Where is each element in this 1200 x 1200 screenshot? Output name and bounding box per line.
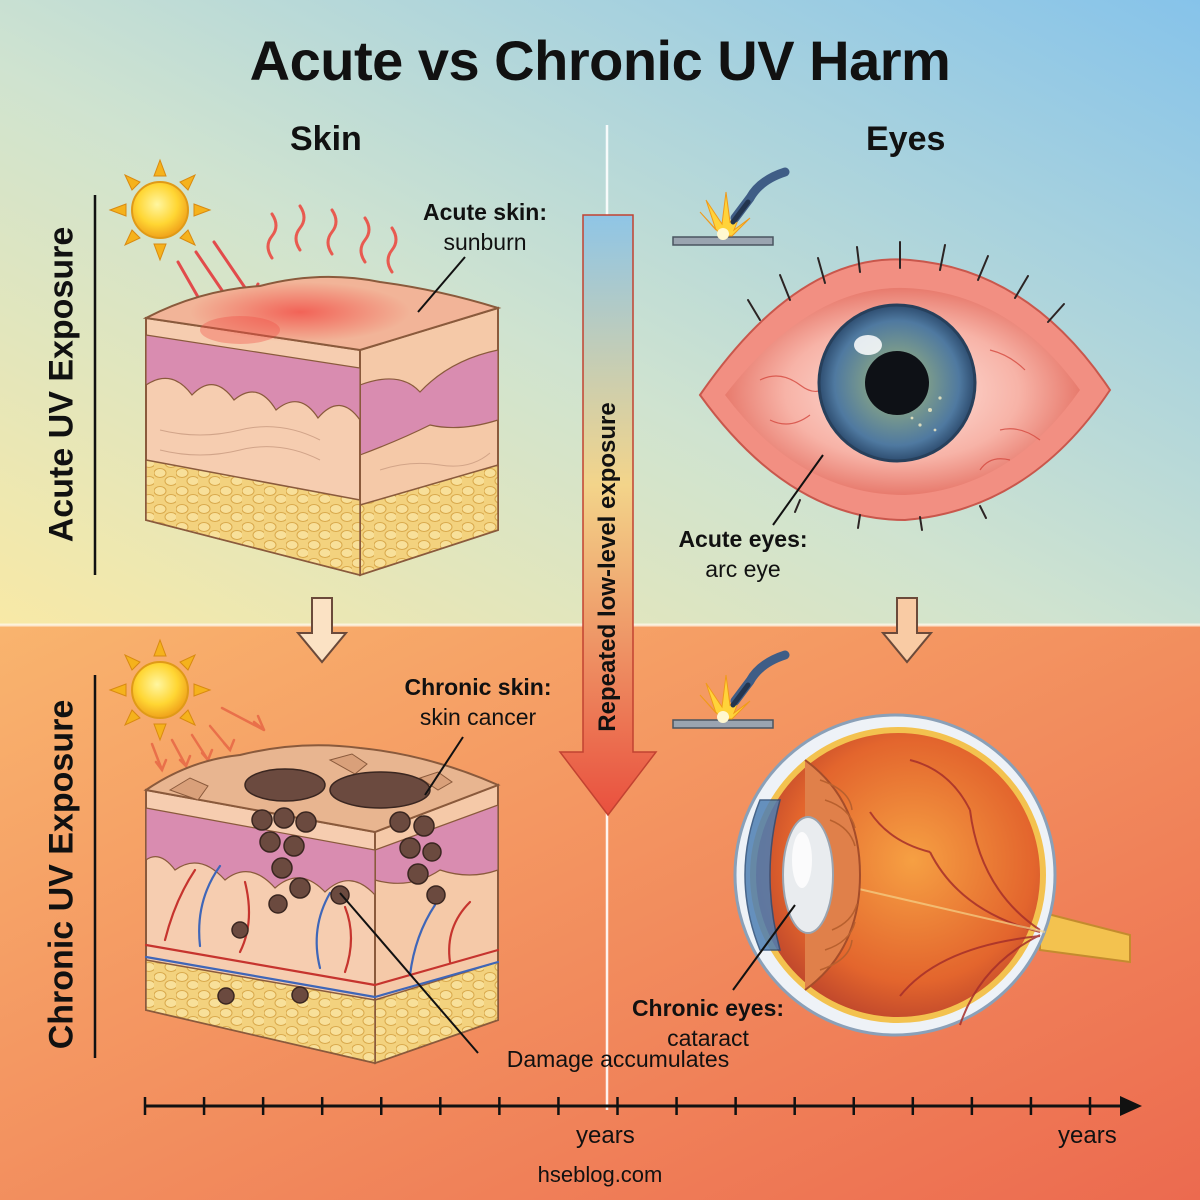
down-arrow-icon: [295, 597, 349, 664]
column-header-skin: Skin: [290, 120, 362, 158]
skin-block-chronic-icon: [143, 744, 501, 1065]
label-acute-skin: Acute skin: sunburn: [415, 197, 555, 257]
label-acute-skin-text: sunburn: [443, 229, 527, 255]
acute-skin-leader: [417, 256, 466, 313]
page-title: Acute vs Chronic UV Harm: [249, 29, 951, 92]
label-chronic-skin: Chronic skin: skin cancer: [393, 672, 563, 732]
uv-rays-chronic: [150, 706, 266, 773]
column-header-eyes: Eyes: [866, 120, 946, 158]
repeated-exposure-label: Repeated low-level exposure: [594, 402, 621, 732]
timeline-mid-label: years: [576, 1122, 635, 1149]
label-damage-accumulates: Damage accumulates: [506, 1046, 730, 1072]
timeline-axis: [143, 1096, 1142, 1116]
welding-torch-icon: [672, 167, 790, 246]
label-chronic-eyes-text: cataract: [667, 1025, 749, 1051]
label-chronic-skin-text: skin cancer: [419, 704, 537, 730]
label-acute-eyes: Acute eyes: arc eye: [663, 524, 823, 584]
label-chronic-eyes: Chronic eyes: cataract: [618, 993, 798, 1053]
eye-cross-section-icon: [733, 713, 1131, 1037]
down-arrow-icon: [880, 597, 934, 664]
label-acute-eyes-text: arc eye: [705, 556, 781, 582]
heat-waves-icon: [266, 204, 398, 274]
damage-leader: [339, 892, 479, 1054]
repeated-exposure-arrow: [558, 214, 658, 817]
red-eye-icon: [698, 241, 1112, 531]
skin-block-acute-icon: [142, 275, 502, 577]
label-acute-eyes-heading: Acute eyes:: [678, 526, 808, 552]
welding-torch-icon: [672, 650, 790, 729]
label-acute-skin-heading: Acute skin:: [423, 199, 547, 225]
chronic-skin-leader: [424, 736, 464, 796]
acute-eyes-leader: [772, 454, 824, 526]
footer-source: hseblog.com: [537, 1162, 663, 1187]
sun-icon: [108, 638, 212, 742]
sun-icon: [108, 158, 212, 262]
label-chronic-eyes-heading: Chronic eyes:: [631, 995, 785, 1021]
label-chronic-skin-heading: Chronic skin:: [404, 674, 552, 700]
row-label-acute: Acute UV Exposure: [42, 226, 81, 543]
tumor-cells: [217, 768, 446, 1005]
chronic-eyes-leader: [732, 904, 796, 991]
row-label-chronic: Chronic UV Exposure: [42, 699, 81, 1050]
timeline-end-label: years: [1058, 1122, 1117, 1149]
